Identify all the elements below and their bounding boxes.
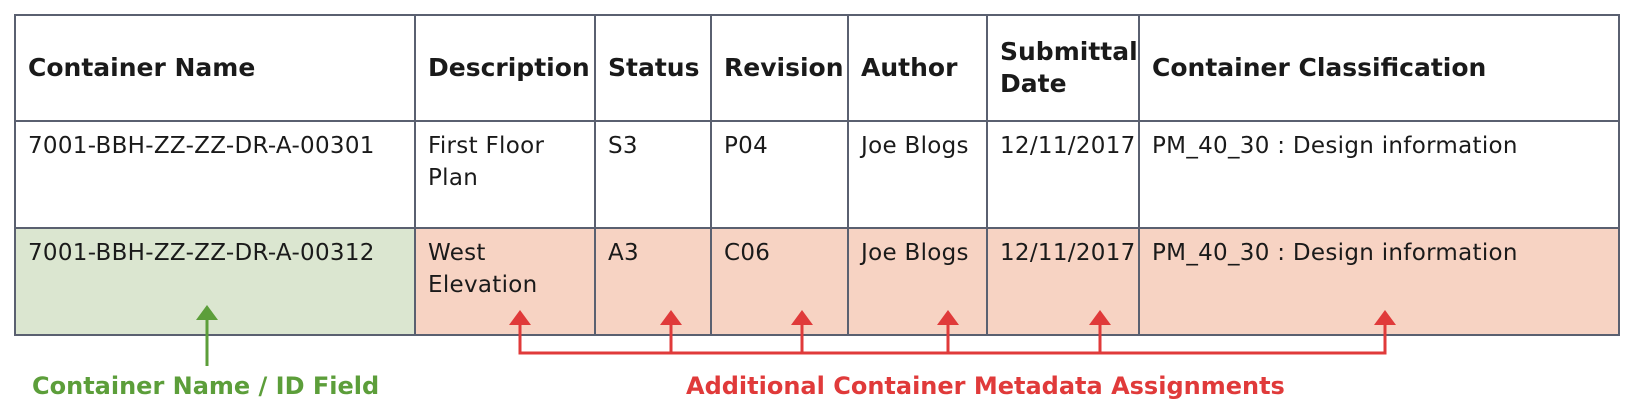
cell-classification-highlighted: PM_40_30 : Design information — [1138, 227, 1620, 336]
header-revision: Revision — [710, 14, 849, 122]
container-metadata-table: Container Name Description Status Revisi… — [14, 14, 1620, 336]
additional-metadata-label: Additional Container Metadata Assignment… — [686, 372, 1285, 400]
cell-revision-highlighted: C06 — [710, 227, 849, 336]
cell-submittal-date-highlighted: 12/11/2017 — [986, 227, 1140, 336]
cell-classification: PM_40_30 : Design information — [1138, 120, 1620, 229]
cell-author: Joe Blogs — [847, 120, 988, 229]
container-name-id-field-label: Container Name / ID Field — [32, 372, 380, 400]
cell-description-highlighted: West Elevation — [414, 227, 596, 336]
cell-status-highlighted: A3 — [594, 227, 712, 336]
table-row-highlighted: 7001-BBH-ZZ-ZZ-DR-A-00312 West Elevation… — [14, 227, 1620, 336]
cell-status: S3 — [594, 120, 712, 229]
header-container-name: Container Name — [14, 14, 416, 122]
cell-container-name: 7001-BBH-ZZ-ZZ-DR-A-00301 — [14, 120, 416, 229]
cell-description: First Floor Plan — [414, 120, 596, 229]
header-submittal-date: Submittal Date — [986, 14, 1140, 122]
header-container-classification: Container Classification — [1138, 14, 1620, 122]
table-row: 7001-BBH-ZZ-ZZ-DR-A-00301 First Floor Pl… — [14, 120, 1620, 229]
cell-author-highlighted: Joe Blogs — [847, 227, 988, 336]
header-status: Status — [594, 14, 712, 122]
header-description: Description — [414, 14, 596, 122]
cell-revision: P04 — [710, 120, 849, 229]
table-header-row: Container Name Description Status Revisi… — [14, 14, 1620, 122]
cell-submittal-date: 12/11/2017 — [986, 120, 1140, 229]
cell-container-name-highlighted: 7001-BBH-ZZ-ZZ-DR-A-00312 — [14, 227, 416, 336]
header-author: Author — [847, 14, 988, 122]
